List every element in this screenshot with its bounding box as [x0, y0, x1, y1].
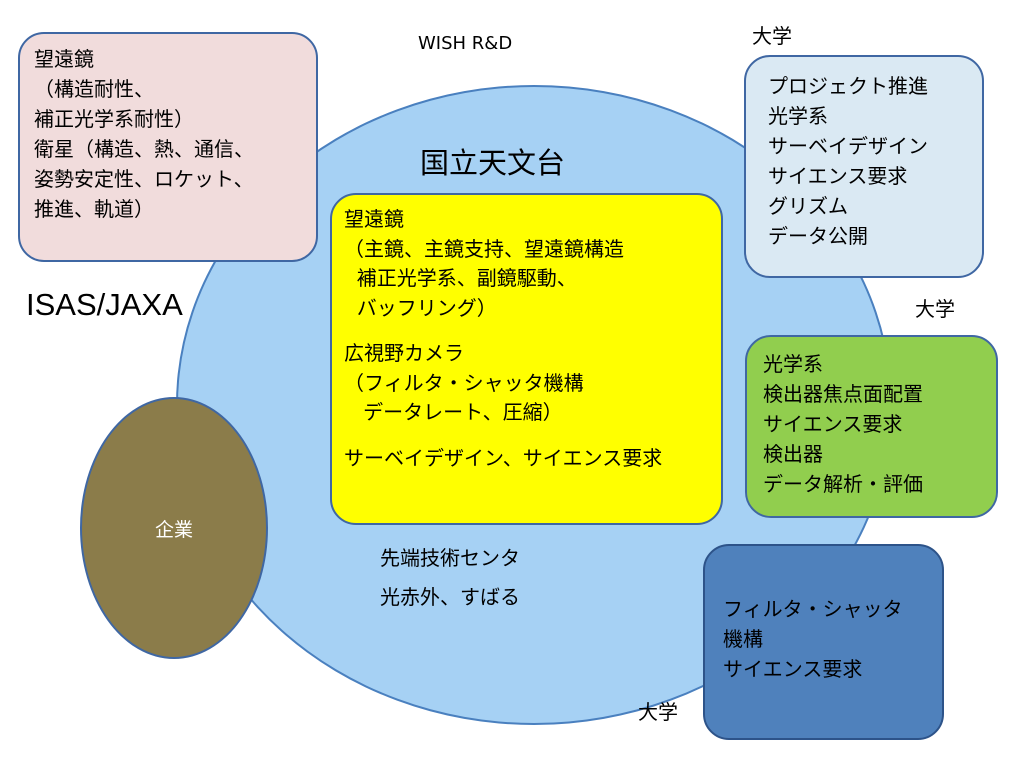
naoj-line: データレート、圧縮） [344, 400, 563, 424]
naoj-sub-line: 先端技術センタ [380, 546, 520, 570]
naoj-line: 広視野カメラ [344, 341, 464, 365]
univ2-line: 検出器 [763, 442, 823, 466]
isas-jaxa-box: 望遠鏡 （構造耐性、 補正光学系耐性） 衛星（構造、熱、通信、 姿勢安定性、ロケ… [18, 32, 318, 262]
naoj-responsibilities-box: 望遠鏡 （主鏡、主鏡支持、望遠鏡構造 補正光学系、副鏡駆動、 バッフリング） 広… [330, 193, 723, 525]
naoj-line: 望遠鏡 [344, 207, 404, 231]
isas-line: 衛星（構造、熱、通信、 [34, 137, 254, 161]
isas-line: 望遠鏡 [34, 47, 94, 71]
isas-line: 推進、軌道） [34, 197, 154, 221]
company-label: 企業 [154, 518, 193, 541]
univ1-line: サーベイデザイン [768, 134, 928, 158]
univ3-line: 機構 [723, 627, 763, 651]
univ1-line: プロジェクト推進 [768, 74, 928, 98]
univ2-line: サイエンス要求 [763, 412, 903, 436]
univ2-line: 検出器焦点面配置 [763, 382, 923, 406]
naoj-line: サーベイデザイン、サイエンス要求 [344, 445, 663, 470]
isas-line: 補正光学系耐性） [34, 107, 194, 131]
naoj-sub-line: 光赤外、すばる [380, 585, 520, 609]
naoj-line: （主鏡、主鏡支持、望遠鏡構造 [344, 236, 624, 261]
naoj-title: 国立天文台 [420, 146, 566, 180]
wish-rd-label: WISH R&D [418, 33, 513, 54]
univ1-line: データ公開 [768, 224, 868, 248]
university-label: 大学 [752, 24, 792, 48]
naoj-line: （フィルタ・シャッタ機構 [344, 370, 584, 395]
university-box-1: プロジェクト推進 光学系 サーベイデザイン サイエンス要求 グリズム データ公開 [744, 55, 984, 278]
univ1-line: 光学系 [768, 104, 828, 128]
univ3-line: サイエンス要求 [723, 657, 863, 681]
isas-jaxa-label: ISAS/JAXA [26, 287, 183, 322]
univ1-line: サイエンス要求 [768, 164, 908, 188]
university-box-2: 光学系 検出器焦点面配置 サイエンス要求 検出器 データ解析・評価 [745, 335, 998, 518]
univ3-line: フィルタ・シャッタ [723, 597, 903, 621]
univ2-line: データ解析・評価 [763, 472, 923, 496]
naoj-line: バッフリング） [344, 295, 497, 320]
univ2-line: 光学系 [763, 352, 823, 376]
university-label: 大学 [915, 297, 955, 321]
isas-line: （構造耐性、 [34, 77, 154, 101]
naoj-line: 補正光学系、副鏡駆動、 [344, 266, 577, 290]
company-circle: 企業 [80, 397, 268, 659]
university-box-3: フィルタ・シャッタ 機構 サイエンス要求 [703, 544, 944, 740]
university-label: 大学 [638, 700, 678, 724]
univ1-line: グリズム [768, 194, 848, 218]
isas-line: 姿勢安定性、ロケット、 [34, 167, 254, 191]
